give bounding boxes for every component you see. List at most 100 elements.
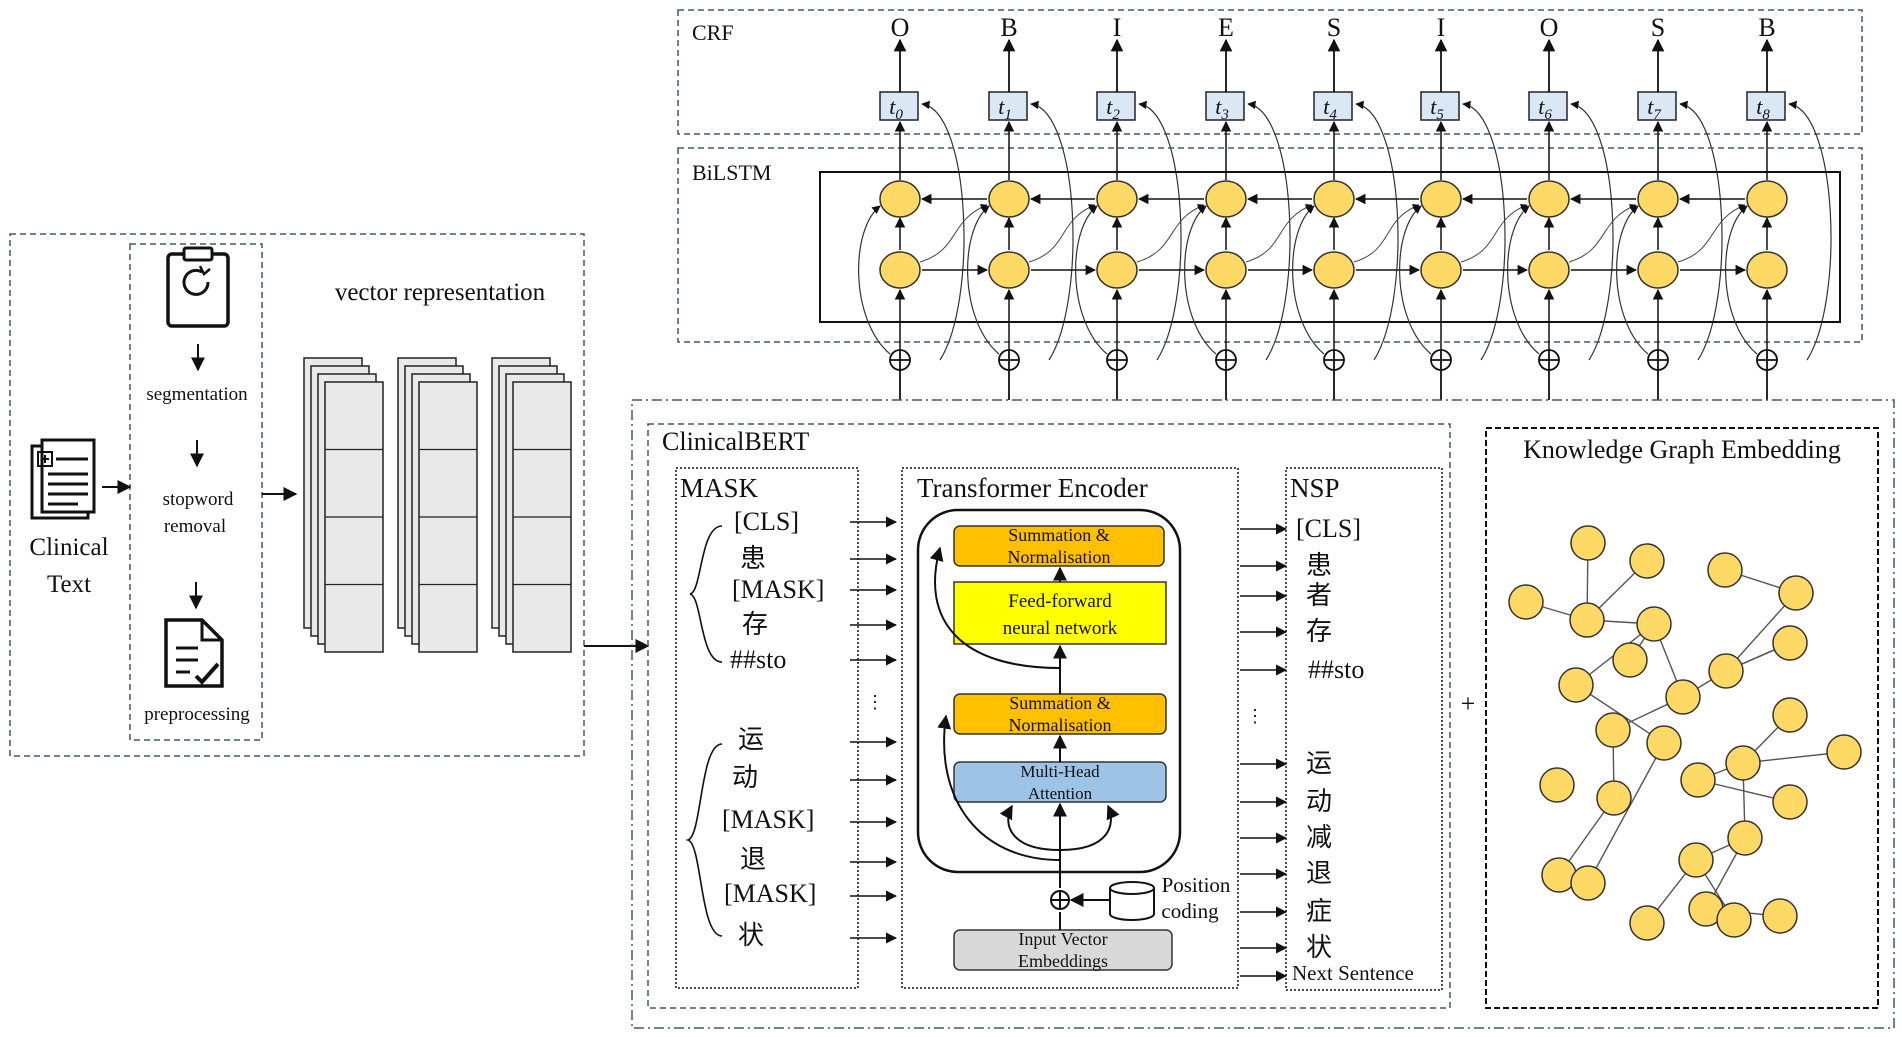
nsp-title: NSP xyxy=(1290,473,1340,503)
preprocessing-doc-icon xyxy=(164,618,224,688)
kg-node xyxy=(1772,697,1808,733)
crf-tag: O xyxy=(891,13,910,42)
sum-norm-2-line-1: Summation & xyxy=(1009,693,1111,713)
kg-node xyxy=(1612,642,1648,678)
kg-node xyxy=(1629,543,1665,579)
nsp-ellipsis: ⋮ xyxy=(1246,706,1264,726)
kg-node xyxy=(1665,679,1701,715)
crf-node: t0O xyxy=(879,13,965,361)
crf-node: t2I xyxy=(1096,13,1182,361)
kg-node xyxy=(1778,575,1814,611)
nsp-token: [CLS] xyxy=(1296,514,1361,543)
input-embeddings-box xyxy=(953,929,1173,971)
step-segmentation: segmentation xyxy=(146,384,248,405)
mask-ellipsis: ⋮ xyxy=(866,692,884,712)
nsp-token: 动 xyxy=(1306,787,1332,816)
lstm-cell-bottom xyxy=(1528,251,1570,289)
mask-token: ##sto xyxy=(730,645,786,674)
bilstm-panel xyxy=(677,147,1863,343)
kg-node xyxy=(1636,606,1672,642)
bilstm-layer xyxy=(858,120,1788,400)
mask-token: [MASK] xyxy=(722,805,814,834)
vector-representation-title: vector representation xyxy=(335,279,546,306)
crf-node: t5I xyxy=(1420,13,1506,361)
kg-node xyxy=(1570,525,1606,561)
bilstm-column xyxy=(1292,120,1421,400)
sum-norm-box-1 xyxy=(953,525,1165,567)
kg-node xyxy=(1708,653,1744,689)
sum-norm-2-line-2: Normalisation xyxy=(1009,715,1112,735)
kg-node xyxy=(1707,552,1743,588)
kg-node xyxy=(1569,602,1605,638)
crf-tag: O xyxy=(1540,13,1559,42)
kg-node xyxy=(1725,745,1761,781)
vector-stacks xyxy=(303,357,572,653)
lstm-cell-bottom xyxy=(1637,251,1679,289)
mask-token: 动 xyxy=(732,763,758,792)
clinical-text-label-1: Clinical xyxy=(29,534,108,561)
mask-token: 存 xyxy=(742,610,768,639)
kg-node xyxy=(1727,820,1763,856)
bilstm-box xyxy=(819,171,1841,323)
step-stopword-2: removal xyxy=(164,516,226,537)
kg-edge xyxy=(1587,742,1665,884)
lstm-cell-bottom xyxy=(879,251,921,289)
clipboard-icon xyxy=(166,246,230,328)
vector-stack xyxy=(303,357,384,653)
nsp-token: 症 xyxy=(1306,897,1332,926)
lstm-cell-top xyxy=(1746,180,1788,218)
clinicalbert-panel xyxy=(647,423,1451,1009)
sum-norm-1-line-2: Normalisation xyxy=(1008,547,1111,567)
kg-node xyxy=(1570,865,1606,901)
nsp-panel xyxy=(1285,467,1443,991)
mask-token: 运 xyxy=(738,725,764,754)
knowledge-graph xyxy=(1508,525,1862,941)
lstm-cell-top xyxy=(1205,180,1247,218)
kg-node xyxy=(1596,780,1632,816)
encoder-panel xyxy=(901,467,1239,989)
kg-node xyxy=(1678,842,1714,878)
crf-title: CRF xyxy=(692,20,734,45)
bilstm-column xyxy=(1507,120,1638,400)
nsp-token: 减 xyxy=(1306,823,1332,852)
bilstm-column xyxy=(1075,120,1206,400)
kg-node xyxy=(1826,734,1862,770)
lstm-cell-top xyxy=(1528,180,1570,218)
database-icon xyxy=(1109,881,1155,921)
preprocess-panel xyxy=(9,233,585,757)
position-line-1: Position xyxy=(1162,873,1231,897)
crf-tag: B xyxy=(1000,13,1017,42)
encoder-flows xyxy=(929,546,1120,930)
kg-node xyxy=(1558,667,1594,703)
bilstm-column xyxy=(858,120,989,400)
kg-node xyxy=(1716,902,1752,938)
input-line-2: Embeddings xyxy=(1018,951,1108,971)
mha-line-1: Multi-Head xyxy=(1020,762,1100,781)
mask-token: [MASK] xyxy=(724,879,816,908)
nsp-token: 存 xyxy=(1306,617,1332,646)
crf-node: t4S xyxy=(1313,13,1399,361)
kg-node xyxy=(1539,767,1575,803)
mask-token: [MASK] xyxy=(732,575,824,604)
vector-stack xyxy=(397,357,478,653)
kg-node xyxy=(1680,762,1716,798)
crf-panel xyxy=(677,9,1863,135)
crf-tag: B xyxy=(1758,13,1775,42)
crf-tag: E xyxy=(1218,13,1234,42)
position-line-2: coding xyxy=(1161,899,1219,923)
step-preprocessing: preprocessing xyxy=(144,704,250,725)
lstm-cell-top xyxy=(1420,180,1462,218)
bert-kg-panel xyxy=(631,399,1895,1029)
step-stopword-1: stopword xyxy=(163,489,234,510)
plus-sign: + xyxy=(1461,689,1476,718)
ffn-box xyxy=(953,581,1167,645)
crf-tag: I xyxy=(1437,13,1446,42)
bilstm-column xyxy=(967,120,1097,400)
clinical-text-label-2: Text xyxy=(47,571,91,598)
lstm-cell-top xyxy=(1313,180,1355,218)
nsp-token: 者 xyxy=(1306,581,1332,610)
mask-token: [CLS] xyxy=(734,507,799,536)
